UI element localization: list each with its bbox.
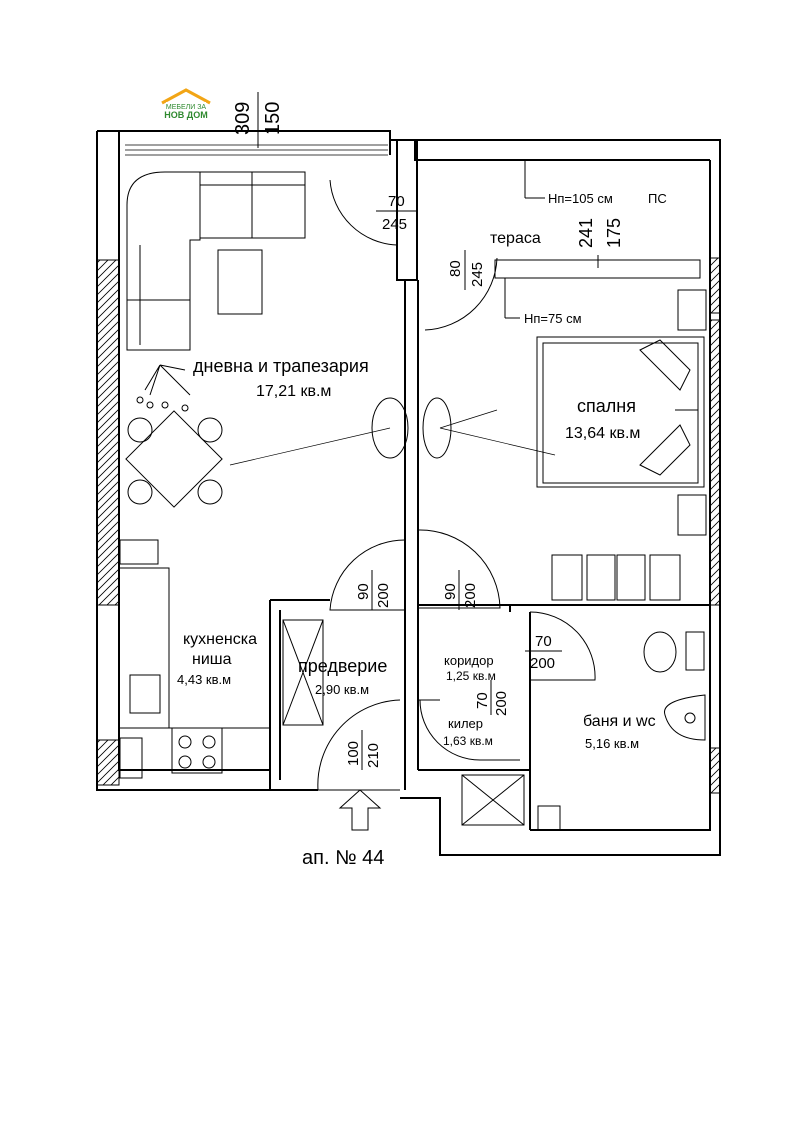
terrace-door-width: 70 [388, 193, 405, 210]
terrace-depth-a: 241 [576, 218, 596, 248]
bedroom-name: спалня [577, 396, 636, 416]
nightstand-bottom [677, 494, 707, 536]
apartment-label: ап. № 44 [302, 847, 384, 869]
entry-door-width: 100 [345, 741, 362, 766]
terrace-door-height: 245 [382, 216, 407, 233]
wall-hatch-left-bottom [96, 739, 120, 786]
sink-icon [664, 694, 706, 741]
logo-text-top: МЕБЕЛИ ЗА [166, 104, 207, 111]
rail-height-bottom: Нп=75 см [524, 311, 582, 326]
bedroom-door-height: 200 [462, 583, 479, 608]
pantry-door-height: 200 [493, 691, 510, 716]
entry-arrow-icon [338, 789, 382, 831]
corridor-area: 1,25 кв.м [446, 669, 496, 683]
bedroom-door-width: 90 [442, 583, 459, 600]
dining-table [125, 410, 223, 508]
hall-name: предверие [298, 656, 387, 676]
bedroom-terrace-door-height: 245 [469, 262, 486, 287]
kitchen-name-line2: ниша [192, 651, 232, 668]
nightstand-top [677, 289, 707, 331]
wall-hatch-right-mid [709, 319, 721, 606]
tv-units [229, 397, 556, 466]
toilet-icon [643, 631, 705, 673]
plant-icon [136, 364, 191, 412]
bedroom-terrace-door-width: 80 [447, 260, 464, 277]
bedroom-area: 13,64 кв.м [565, 425, 640, 442]
kitchen-counter [118, 539, 270, 779]
corridor-name: коридор [444, 653, 494, 668]
bath-door-width: 70 [535, 633, 552, 650]
entry-door-height: 210 [365, 743, 382, 768]
pantry-name: килер [448, 716, 483, 731]
kitchen-name-line1: кухненска [183, 631, 257, 648]
bath-door-height: 200 [530, 655, 555, 672]
terrace-name: тераса [490, 230, 541, 247]
logo-roof-icon [161, 88, 211, 105]
bed [536, 336, 705, 488]
logo-text-bottom: НОВ ДОМ [164, 110, 207, 120]
logo: МЕБЕЛИ ЗА НОВ ДОМ [161, 88, 211, 120]
bathroom-area: 5,16 кв.м [585, 736, 639, 751]
terrace-depth-b: 175 [604, 218, 624, 248]
pantry-area: 1,63 кв.м [443, 734, 493, 748]
living-door-height: 200 [375, 583, 392, 608]
bath-boiler [537, 805, 561, 831]
hall-wardrobe [282, 619, 324, 726]
pantry-shaft [461, 774, 525, 826]
rail-height-top: Нп=105 см [548, 191, 613, 206]
doors [317, 179, 596, 791]
wall-hatch-right-top [709, 257, 721, 314]
living-door-width: 90 [355, 583, 372, 600]
sofa [126, 171, 306, 351]
top-dimension-left: 309 [232, 102, 254, 135]
coffee-table [217, 249, 263, 315]
living-room-area: 17,21 кв.м [256, 383, 331, 400]
bathroom-name: баня и wc [583, 713, 656, 730]
kitchen-area: 4,43 кв.м [177, 672, 231, 687]
wall-hatch-right-bottom [709, 747, 721, 794]
living-room-name: дневна и трапезария [193, 356, 369, 376]
pantry-door-width: 70 [474, 692, 491, 709]
hall-area: 2,90 кв.м [315, 682, 369, 697]
wall-hatch-left-top [96, 259, 120, 606]
bedroom-wardrobe [551, 554, 681, 601]
ps-note: ПС [648, 191, 667, 206]
top-dimension-right: 150 [262, 102, 284, 135]
